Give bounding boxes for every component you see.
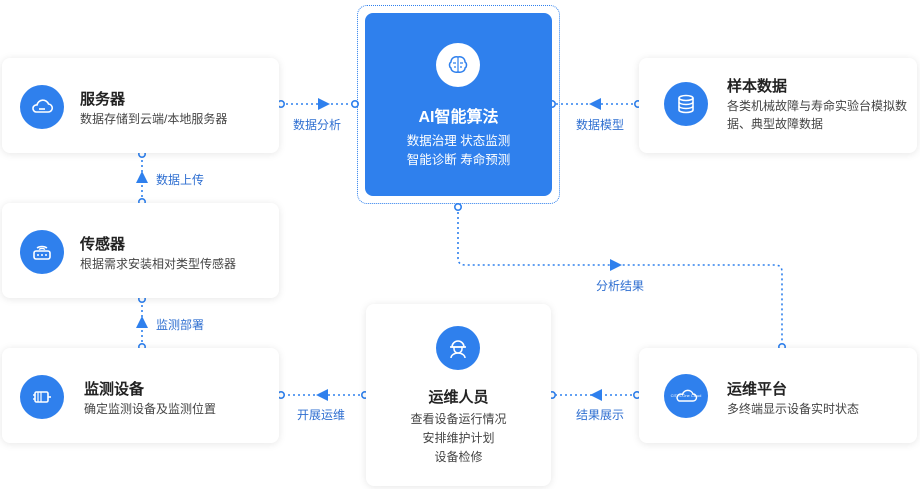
sensor-icon xyxy=(20,230,64,274)
sensor-desc: 根据需求安装相对类型传感器 xyxy=(80,257,237,271)
arrow-upload xyxy=(136,171,148,183)
core-outline xyxy=(357,5,560,204)
core-title: AI智能算法 xyxy=(418,109,499,126)
dot xyxy=(350,100,359,109)
core-line2: 智能诊断 寿命预测 xyxy=(406,153,511,167)
flow-label-upload: 数据上传 xyxy=(156,173,205,187)
server-title: 服务器 xyxy=(80,91,126,108)
arrow-deploy xyxy=(136,316,148,328)
sensor-card: 传感器 根据需求安装相对类型传感器 xyxy=(2,203,279,298)
platform-card: CITIS-One Cloud 运维平台 多终端显示设备实时状态 xyxy=(639,348,917,443)
flow-label-result: 分析结果 xyxy=(596,279,645,293)
sensor-title: 传感器 xyxy=(80,236,126,253)
staff-title: 运维人员 xyxy=(428,389,489,406)
dot xyxy=(453,203,462,212)
flow-label-model: 数据模型 xyxy=(576,118,625,132)
cloud-logo-icon xyxy=(664,374,708,418)
flow-label-analysis: 数据分析 xyxy=(293,118,342,132)
monitor-desc: 确定监测设备及监测位置 xyxy=(84,402,217,416)
sample-title: 样本数据 xyxy=(727,78,788,95)
server-card: 服务器 数据存储到云端/本地服务器 xyxy=(2,58,279,153)
flow-result-line xyxy=(457,207,783,347)
platform-logo-text: CITIS-One Cloud xyxy=(670,393,702,398)
arrow-model xyxy=(589,98,601,110)
monitor-title: 监测设备 xyxy=(84,381,145,398)
sample-desc: 各类机械故障与寿命实验台模拟数据、典型故障数据 xyxy=(727,99,908,131)
monitor-card: 监测设备 确定监测设备及监测位置 xyxy=(2,348,279,443)
platform-desc: 多终端显示设备实时状态 xyxy=(727,402,860,416)
flow-label-display: 结果展示 xyxy=(576,408,625,422)
database-icon xyxy=(664,82,708,126)
arrow-result xyxy=(610,259,622,271)
server-desc: 数据存储到云端/本地服务器 xyxy=(80,112,228,126)
arrow-carryout xyxy=(316,389,328,401)
ai-core-card: AI智能算法 数据治理 状态监测 智能诊断 寿命预测 xyxy=(365,13,552,196)
flow-label-carryout: 开展运维 xyxy=(297,408,346,422)
staff-line3: 设备检修 xyxy=(434,450,483,464)
arrow-analysis xyxy=(318,98,330,110)
cloud-icon xyxy=(20,85,64,129)
sample-card: 样本数据 各类机械故障与寿命实验台模拟数据、典型故障数据 xyxy=(639,58,917,153)
staff-card: 运维人员 查看设备运行情况 安排维护计划 设备检修 xyxy=(366,304,551,486)
worker-icon xyxy=(436,326,480,370)
platform-title: 运维平台 xyxy=(727,381,788,398)
staff-line1: 查看设备运行情况 xyxy=(410,412,507,426)
staff-line2: 安排维护计划 xyxy=(422,431,495,445)
flow-label-deploy: 监测部署 xyxy=(156,318,205,332)
brain-icon xyxy=(436,43,480,87)
core-line1: 数据治理 状态监测 xyxy=(406,134,511,148)
arrow-display xyxy=(590,389,602,401)
motor-icon xyxy=(20,375,64,419)
